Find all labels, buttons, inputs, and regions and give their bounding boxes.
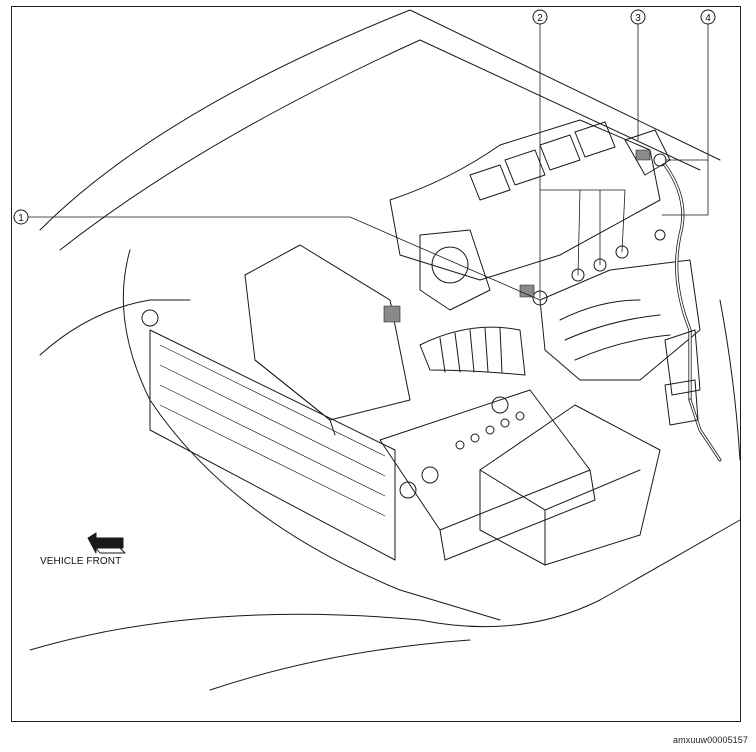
hood-outline (39, 9, 721, 231)
cylinder-head-cover (389, 119, 661, 281)
callout-2: 2 (532, 9, 548, 25)
image-id: amxuuw00005157 (673, 735, 748, 745)
callout-1: 1 (13, 209, 29, 225)
fuse-box (479, 404, 661, 566)
hose-clamp-bracket (664, 329, 701, 396)
fuel-hose-lower (688, 398, 722, 462)
front-bumper-line (29, 519, 741, 651)
svg-text:4: 4 (705, 13, 711, 24)
svg-text:3: 3 (635, 13, 641, 24)
intake-manifold (539, 259, 701, 381)
left-fender (39, 299, 191, 356)
leader-lines (27, 23, 709, 301)
callouts: 1 2 3 4 (13, 9, 716, 225)
diagram-frame (11, 6, 741, 722)
svg-text:2: 2 (537, 13, 543, 24)
vehicle-front-label: VEHICLE FRONT (40, 556, 122, 567)
battery (379, 389, 596, 561)
svg-text:1: 1 (18, 213, 24, 224)
callout-4: 4 (700, 9, 716, 25)
callout-3: 3 (630, 9, 646, 25)
right-fender-edge (719, 299, 741, 461)
intake-hose (419, 326, 526, 376)
throttle-body (419, 229, 491, 311)
lower-body-curve (209, 639, 471, 691)
radiator-cap (141, 309, 159, 327)
sensor-5 (654, 229, 666, 241)
vehicle-front-arrow (87, 532, 126, 554)
left-wheel-arch (122, 249, 501, 621)
air-cleaner (244, 244, 411, 421)
radiator (149, 329, 396, 561)
hood-inner-edge (59, 39, 701, 251)
lower-bracket (664, 379, 699, 426)
